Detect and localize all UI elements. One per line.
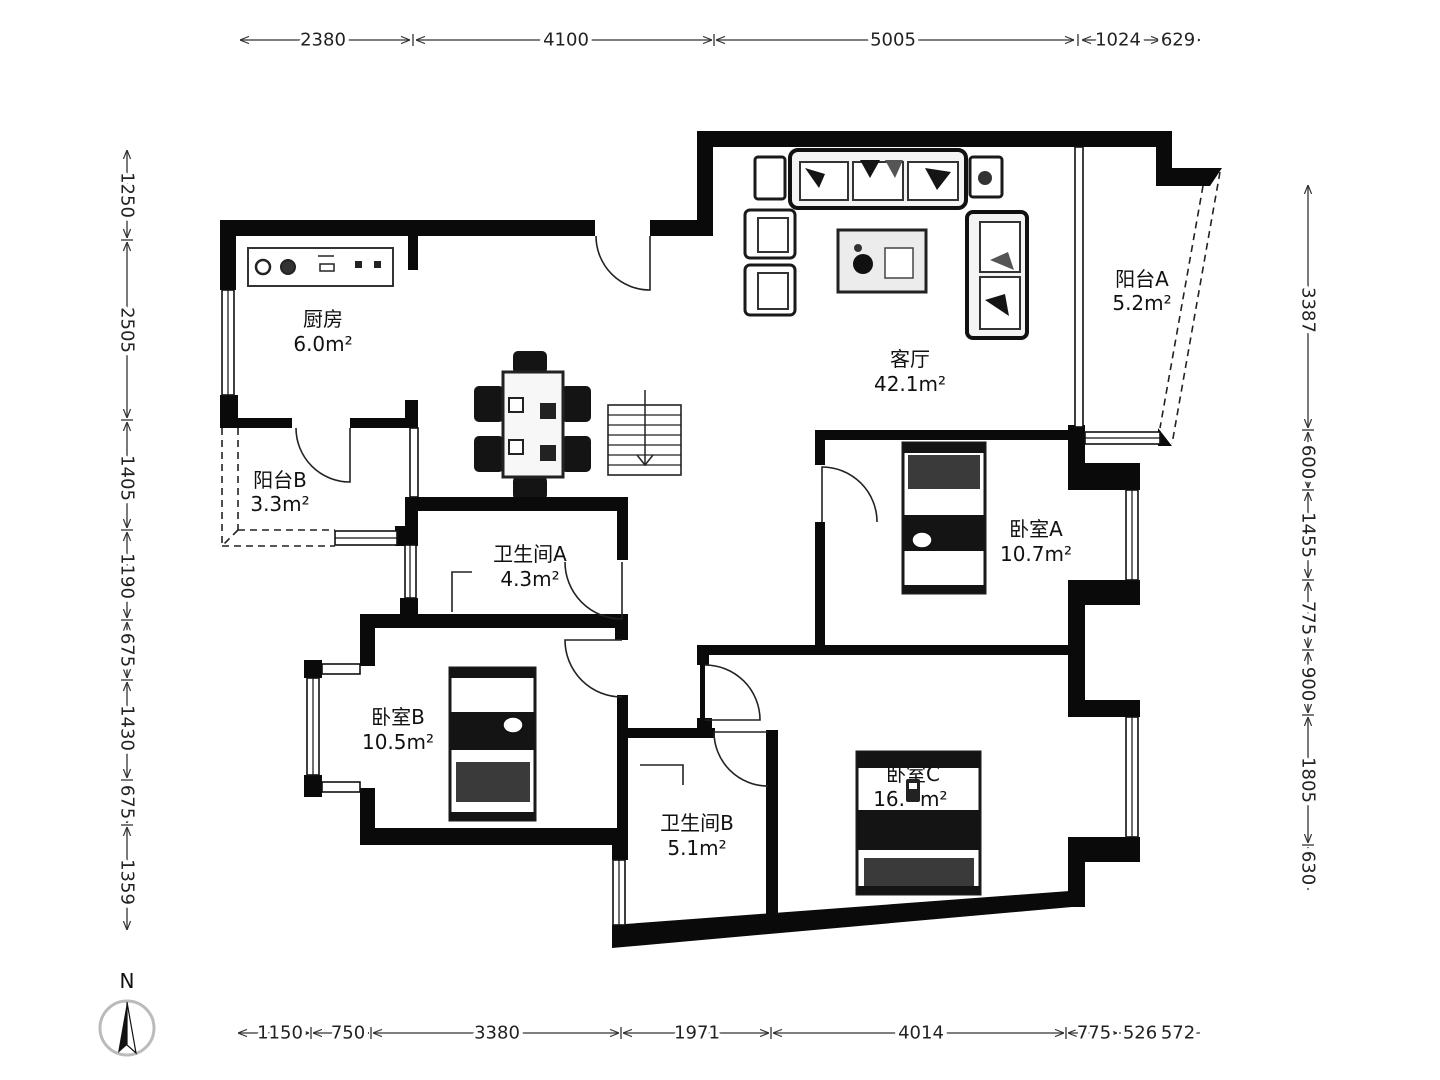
kitchen-counter bbox=[247, 247, 394, 287]
bed-bedroom-c bbox=[855, 750, 982, 896]
balcony-outline bbox=[221, 171, 1221, 547]
dim-left-label: 1405 bbox=[117, 455, 138, 501]
bed-bedroom-b bbox=[448, 666, 537, 822]
dimension-bottom: 1150 750 3380 1971 4014 775 526 572 bbox=[238, 1019, 1200, 1048]
bathroom-fixture bbox=[451, 571, 684, 785]
room-area-balcony-b: 3.3m² bbox=[250, 492, 309, 516]
room-name-bathroom-a: 卫生间A bbox=[493, 542, 567, 566]
sofa-set bbox=[743, 148, 1029, 340]
dimension-left: 1250 2505 1405 1190 675 1430 675 1359 bbox=[113, 150, 142, 930]
dim-right-label: 630 bbox=[1298, 851, 1319, 885]
dim-right-label: 3387 bbox=[1298, 287, 1319, 333]
room-labels: 厨房 6.0m² 客厅 42.1m² 阳台A 5.2m² 阳台B 3.3m² 卫… bbox=[250, 267, 1171, 860]
north-arrow-icon bbox=[118, 1002, 127, 1053]
door-bedroom-a bbox=[821, 466, 878, 523]
dim-left-label: 1430 bbox=[117, 705, 138, 751]
dim-left-label: 1190 bbox=[117, 553, 138, 599]
dining-table bbox=[474, 351, 591, 500]
dim-right-label: 900 bbox=[1298, 667, 1319, 701]
door-kitchen bbox=[595, 235, 651, 291]
door-bedroom-b bbox=[564, 639, 623, 698]
dim-bottom-label: 775 bbox=[1077, 1023, 1111, 1044]
compass-north-label: N bbox=[120, 969, 135, 993]
coffee-table bbox=[836, 228, 928, 294]
dim-top-label: 4100 bbox=[543, 30, 589, 51]
dim-left-label: 675 bbox=[117, 633, 138, 667]
windows bbox=[221, 146, 1161, 926]
doors bbox=[295, 235, 878, 787]
dim-top-label: 1024 bbox=[1095, 30, 1141, 51]
door-bathroom-b bbox=[713, 731, 769, 787]
door-balcony-b bbox=[295, 427, 351, 483]
dim-right-label: 1805 bbox=[1298, 757, 1319, 803]
dim-bottom-label: 3380 bbox=[474, 1023, 520, 1044]
room-area-living-room: 42.1m² bbox=[874, 372, 946, 396]
dim-left-label: 1359 bbox=[117, 859, 138, 905]
walls bbox=[220, 131, 1222, 948]
compass-ring bbox=[98, 999, 156, 1057]
room-area-balcony-a: 5.2m² bbox=[1112, 291, 1171, 315]
room-area-kitchen: 6.0m² bbox=[293, 332, 352, 356]
dim-bottom-label: 572 bbox=[1161, 1023, 1195, 1044]
bed-bedroom-a bbox=[901, 441, 987, 595]
nightstand bbox=[906, 779, 920, 802]
room-name-balcony-a: 阳台A bbox=[1115, 267, 1169, 291]
room-name-living-room: 客厅 bbox=[890, 347, 930, 371]
dim-bottom-label: 4014 bbox=[898, 1023, 944, 1044]
dim-bottom-label: 526 bbox=[1123, 1023, 1157, 1044]
dim-top-label: 5005 bbox=[870, 30, 916, 51]
room-area-bedroom-c-start: 16. bbox=[873, 787, 905, 811]
room-name-bedroom-a: 卧室A bbox=[1009, 517, 1063, 541]
dimension-top: 2380 4100 5005 1024 629 bbox=[240, 26, 1200, 55]
dim-bottom-label: 1971 bbox=[674, 1023, 720, 1044]
room-area-bathroom-a: 4.3m² bbox=[500, 567, 559, 591]
dim-left-label: 675 bbox=[117, 785, 138, 819]
room-area-bedroom-b: 10.5m² bbox=[362, 730, 434, 754]
dimension-right: 3387 600 1455 775 900 1805 630 bbox=[1294, 185, 1323, 890]
dim-bottom-label: 750 bbox=[331, 1023, 365, 1044]
room-area-bedroom-a: 10.7m² bbox=[1000, 542, 1072, 566]
dim-top-label: 629 bbox=[1161, 30, 1195, 51]
door-bathroom-a bbox=[564, 561, 623, 620]
dim-bottom-label: 1150 bbox=[257, 1023, 303, 1044]
compass: N bbox=[98, 969, 156, 1057]
staircase bbox=[607, 390, 682, 476]
room-name-kitchen: 厨房 bbox=[303, 307, 343, 331]
dim-left-label: 2505 bbox=[117, 307, 138, 353]
room-name-bathroom-b: 卫生间B bbox=[660, 811, 734, 835]
dim-right-label: 1455 bbox=[1298, 512, 1319, 558]
dim-left-label: 1250 bbox=[117, 172, 138, 218]
dim-top-label: 2380 bbox=[300, 30, 346, 51]
room-name-bedroom-b: 卧室B bbox=[371, 705, 425, 729]
room-name-balcony-b: 阳台B bbox=[253, 468, 307, 492]
room-area-bathroom-b: 5.1m² bbox=[667, 836, 726, 860]
dim-right-label: 775 bbox=[1298, 601, 1319, 635]
dim-right-label: 600 bbox=[1298, 445, 1319, 479]
door-bedroom-c bbox=[704, 664, 761, 721]
room-area-bedroom-c-end: m² bbox=[920, 787, 948, 811]
